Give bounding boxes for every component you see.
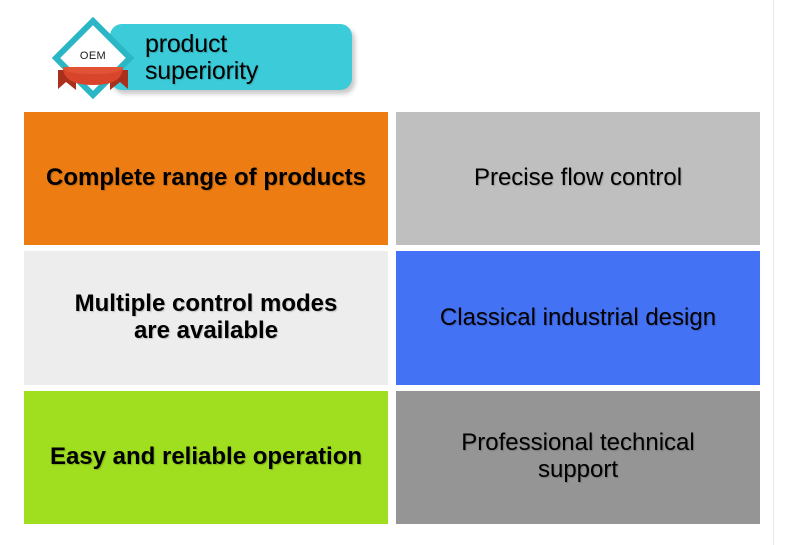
feature-grid: Complete range of products Precise flow … (24, 112, 760, 524)
feature-cell-classical-industrial-design[interactable]: Classical industrial design (396, 251, 760, 385)
oem-badge: OEM (52, 17, 134, 99)
feature-cell-multiple-control-modes[interactable]: Multiple control modes are available (24, 251, 388, 385)
feature-cell-easy-and-reliable-operation[interactable]: Easy and reliable operation (24, 390, 388, 524)
page-title: product superiority (145, 30, 259, 85)
diamond-badge-icon (52, 17, 134, 99)
header-banner: OEM product superiority (24, 8, 352, 99)
header-plate (110, 24, 352, 90)
badge-label: OEM (79, 50, 107, 62)
feature-cell-precise-flow-control[interactable]: Precise flow control (396, 112, 760, 246)
feature-cell-professional-technical-support[interactable]: Professional technical support (396, 390, 760, 524)
slide-edge-line (773, 0, 774, 545)
feature-cell-complete-range-of-products[interactable]: Complete range of products (24, 112, 388, 246)
